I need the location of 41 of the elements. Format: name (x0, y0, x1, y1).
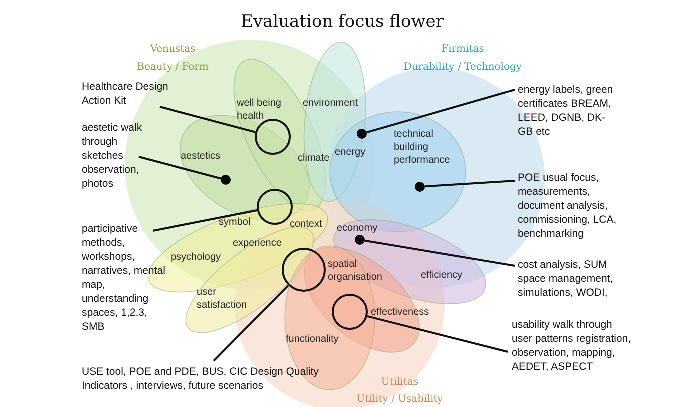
petal-label: environment (303, 97, 358, 110)
focus-circle (332, 294, 368, 330)
method-note: POE usual focus, measurements, document analysis, commissioning, LCA, benchmarking (518, 171, 638, 241)
petal-label: context (290, 218, 322, 231)
petal-label: technical building performance (394, 128, 452, 167)
petal-label: spatial organisation (328, 258, 384, 284)
leader-line (367, 315, 508, 353)
focus-circle (282, 248, 326, 292)
petal-label: climate (298, 152, 330, 165)
category-heading: Durability / Technology (402, 62, 524, 73)
petal-label: effectiveness (371, 306, 430, 319)
method-note: Healthcare Design Action Kit (82, 80, 187, 108)
diagram-title: Evaluation focus flower (240, 12, 445, 32)
petal-label: symbol (219, 216, 251, 229)
method-note: participative methods, workshops, narratives, mental map, understanding spaces, 1,2,3, SMB (82, 222, 167, 334)
petal-label: energy (335, 146, 366, 159)
petal-label: functionality (286, 333, 339, 346)
method-note: energy labels, green certificates BREAM, LEED, DGNB, DK-GB etc (518, 83, 614, 139)
petal-label: economy (337, 222, 378, 235)
petal-label: aestetics (181, 150, 220, 163)
petal-label: psychology (171, 251, 222, 264)
leader-line (366, 89, 516, 134)
leader-line (424, 180, 516, 188)
category-heading: Beauty / Form (136, 62, 210, 73)
petal-label: experience (233, 237, 282, 250)
category-heading: Utility / Usability (356, 394, 444, 405)
leader-line (213, 284, 290, 362)
method-note: cost analysis, SUM space management, simulations, WODI, (518, 258, 633, 300)
category-heading: Venustas (149, 44, 197, 55)
category-heading: Firmitas (440, 44, 486, 55)
focus-circle (255, 119, 291, 155)
method-note: usability walk through user patterns registration, observation, mapping, AEDET, ASPECT (512, 318, 632, 374)
leader-line (138, 156, 222, 180)
leader-line (152, 210, 258, 232)
petal-label: well being health (237, 97, 282, 123)
category-heading: Utilitas (380, 377, 420, 388)
method-note: aestetic walk through sketches observation, photos (82, 121, 152, 191)
leader-line (160, 106, 256, 134)
petal-label: efficiency (421, 269, 463, 282)
petal-label: user satisfaction (197, 286, 248, 312)
method-note: USE tool, POE and PDE, BUS, CIC Design Quality Indicators , interviews, future scenarios (82, 365, 352, 393)
